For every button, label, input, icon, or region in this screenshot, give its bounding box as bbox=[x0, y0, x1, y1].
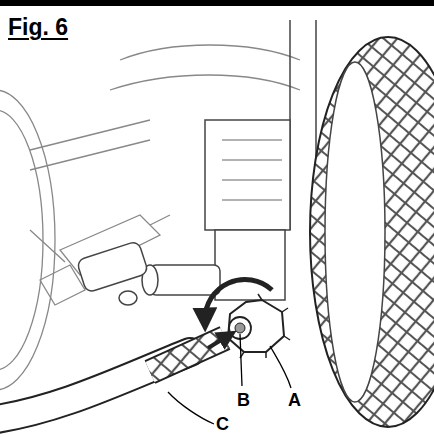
background-parts bbox=[0, 45, 300, 390]
callout-letter: B bbox=[235, 390, 252, 410]
hose bbox=[0, 338, 225, 420]
header-bar bbox=[0, 0, 434, 6]
insert-arrow bbox=[208, 336, 228, 348]
rotation-arrow bbox=[205, 280, 272, 320]
callout-letter: C bbox=[214, 414, 231, 434]
outlet-fitting bbox=[222, 294, 290, 358]
figure-title: Fig. 6 bbox=[8, 16, 68, 39]
callout-letter: A bbox=[286, 390, 303, 410]
wheel bbox=[310, 37, 434, 427]
pump-body bbox=[76, 20, 316, 305]
leader-lines bbox=[168, 334, 291, 424]
